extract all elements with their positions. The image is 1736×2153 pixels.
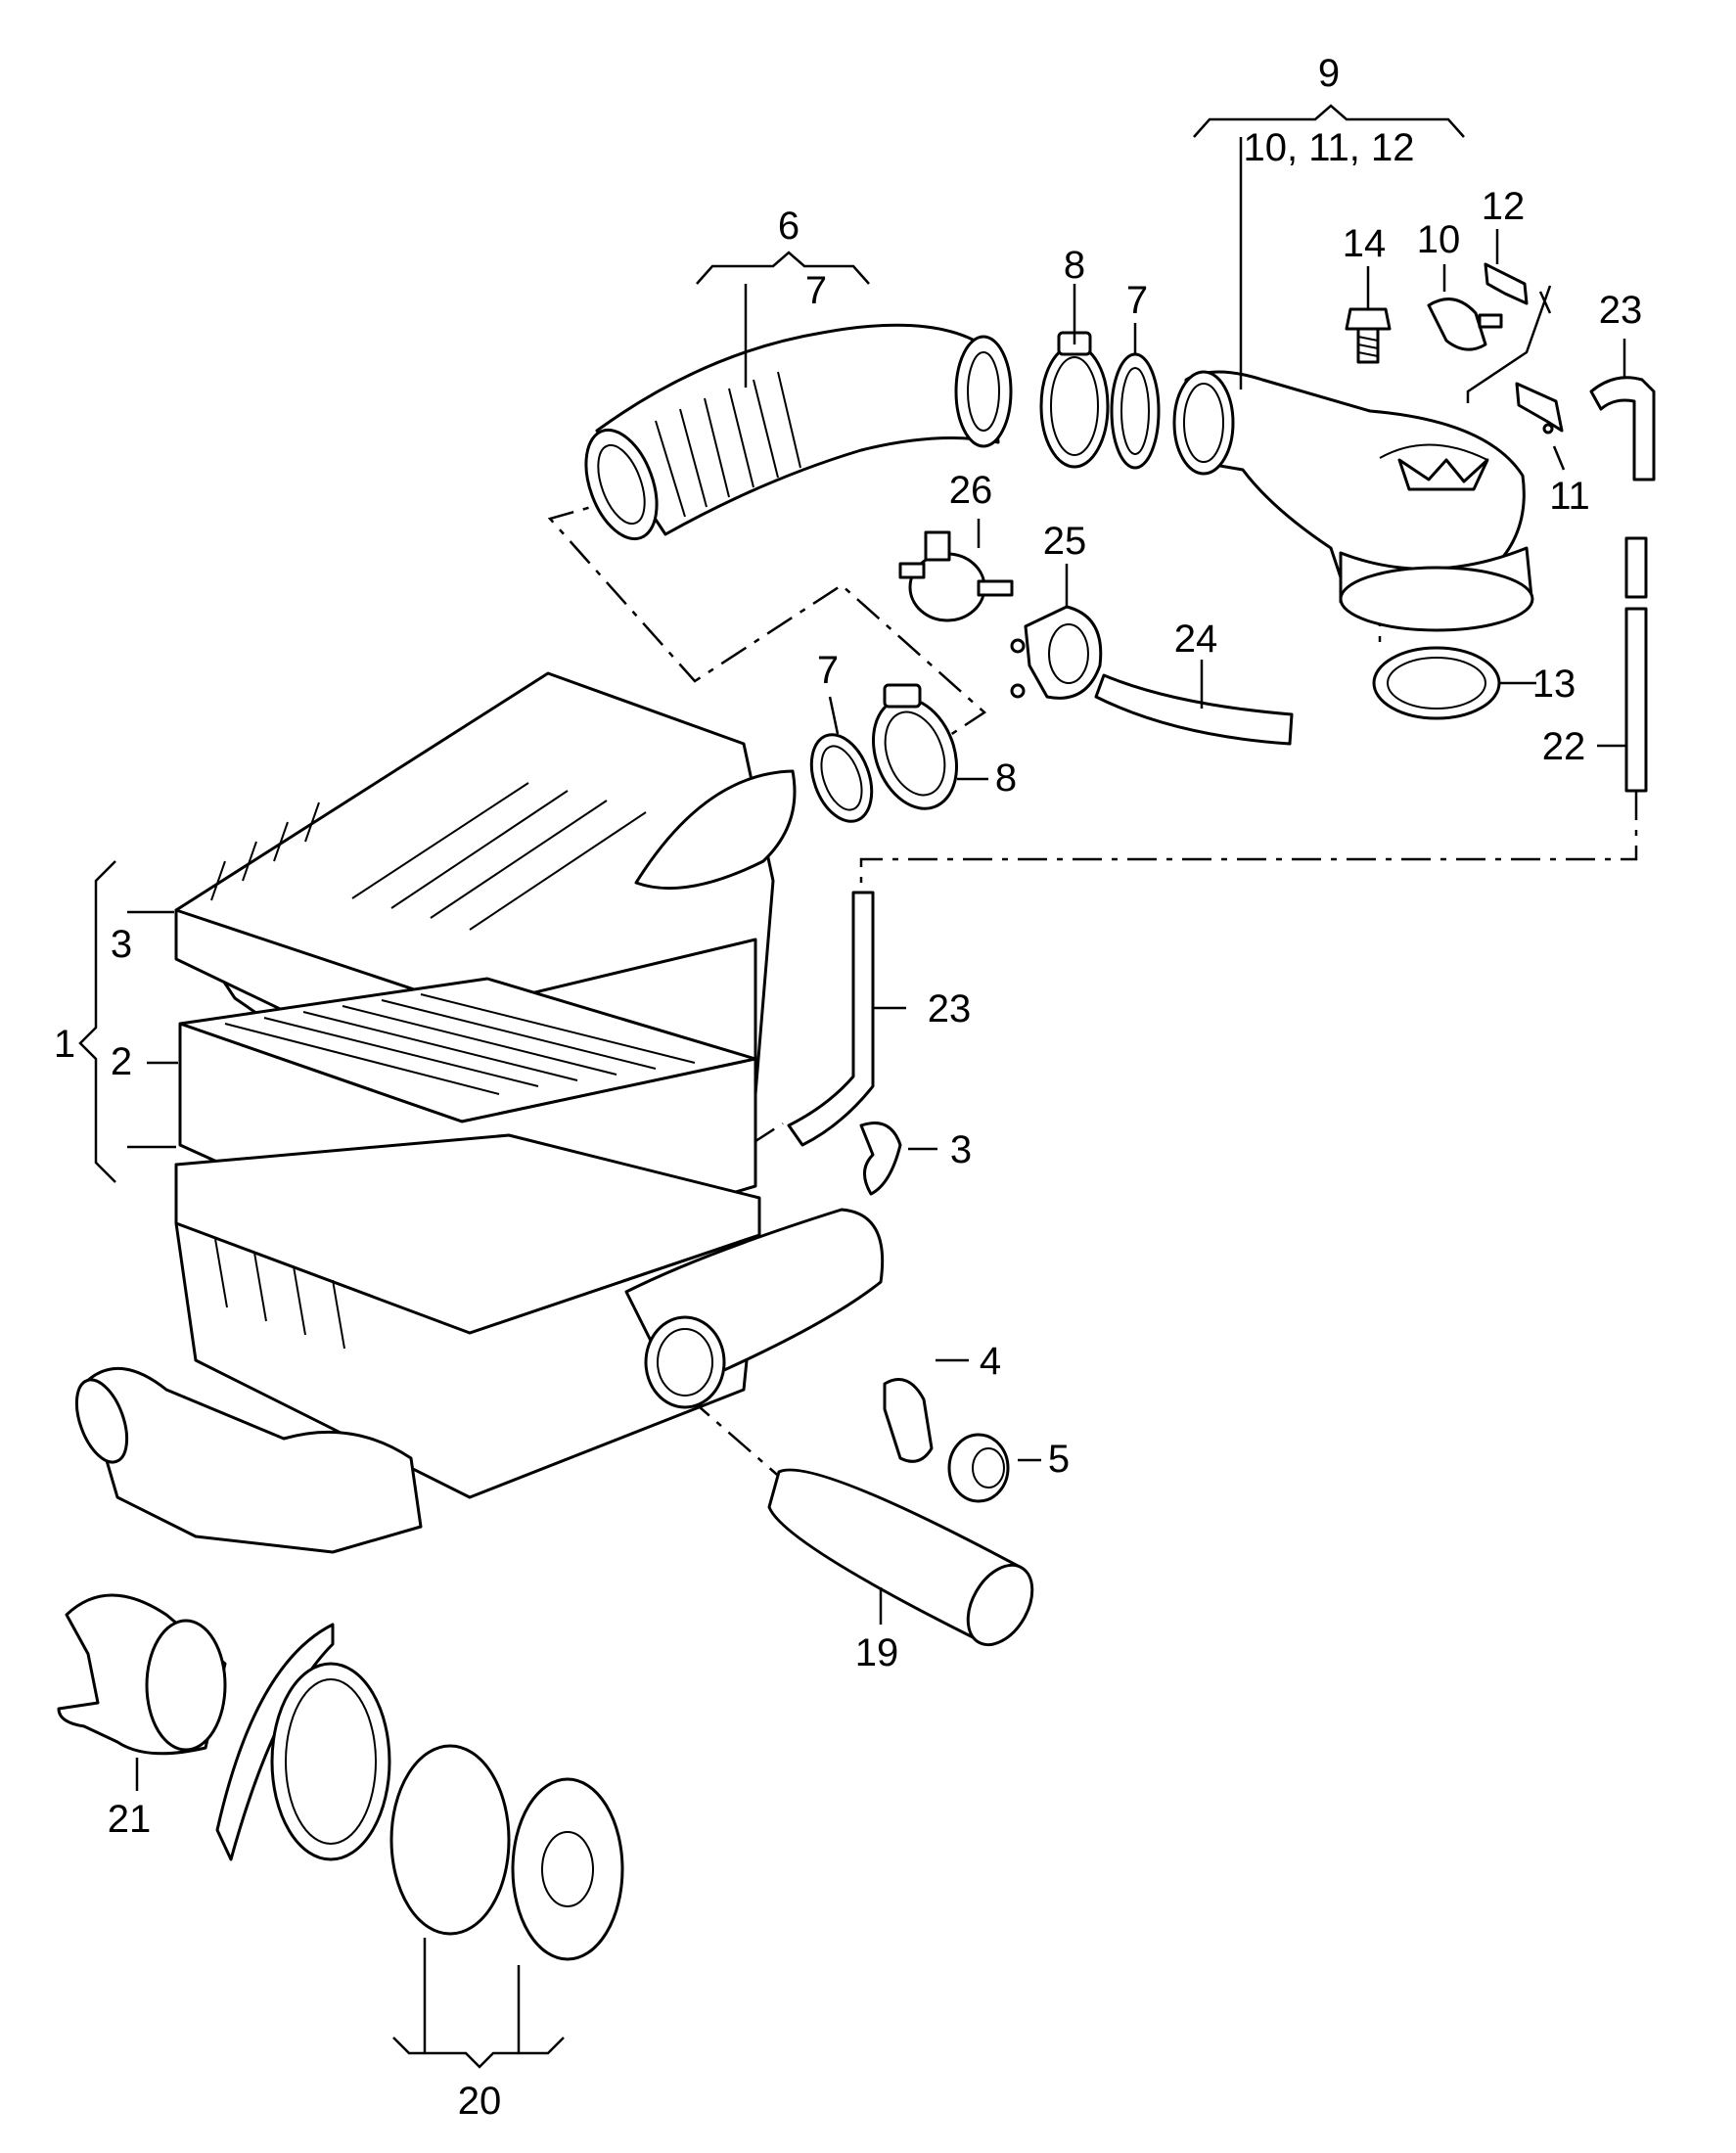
breather-hose-23-lower — [787, 891, 875, 1147]
label-9-sub: 10, 11, 12 — [1244, 126, 1415, 169]
label-7-lower: 7 — [817, 649, 839, 692]
inlet-assembly-20 — [215, 1623, 624, 1961]
label-21: 21 — [108, 1798, 152, 1841]
hose-24 — [1094, 673, 1294, 746]
gasket-4 — [883, 1378, 934, 1463]
label-25: 25 — [1043, 520, 1087, 563]
bracket-20 — [392, 2037, 565, 2069]
seal-ring-7-top — [1110, 352, 1161, 470]
resonator-21 — [57, 1593, 227, 1756]
label-23-lower: 23 — [928, 987, 972, 1031]
label-4: 4 — [980, 1340, 1001, 1383]
label-26: 26 — [949, 469, 993, 512]
ring-13 — [1372, 646, 1501, 720]
label-5: 5 — [1048, 1438, 1070, 1481]
breather-hose-23-top — [1589, 376, 1656, 793]
seal-ring-7-lower — [809, 733, 874, 823]
bracket-6 — [696, 251, 870, 285]
label-3-clip: 3 — [950, 1128, 972, 1171]
intake-hose-6 — [584, 323, 1013, 541]
filter-housing-lower — [74, 1133, 761, 1554]
grommet-5 — [947, 1433, 1010, 1503]
label-8-lower: 8 — [995, 756, 1017, 800]
leader-lines — [127, 137, 1626, 2053]
label-8-top: 8 — [1064, 244, 1085, 287]
sensor-10 — [1427, 298, 1503, 351]
bracket-9 — [1193, 104, 1465, 138]
hose-clamp-8-lower — [871, 683, 959, 810]
bracket-part-11 — [1515, 382, 1564, 435]
label-13: 13 — [1532, 663, 1576, 706]
label-10: 10 — [1417, 218, 1461, 261]
label-3-upper: 3 — [111, 923, 132, 966]
hose-19 — [767, 1468, 1034, 1647]
clip-3 — [859, 1122, 902, 1196]
label-19: 19 — [855, 1631, 899, 1674]
valve-26 — [898, 530, 1014, 622]
label-23-top: 23 — [1599, 289, 1643, 332]
label-1: 1 — [54, 1023, 75, 1066]
bracket-part-12 — [1466, 262, 1552, 403]
bolt-14 — [1345, 307, 1392, 364]
side-duct — [624, 1208, 885, 1409]
intake-housing-9 — [1172, 370, 1534, 632]
label-22: 22 — [1542, 725, 1586, 768]
label-9: 9 — [1318, 52, 1340, 95]
label-24: 24 — [1174, 618, 1218, 661]
label-6-sub: 7 — [805, 269, 827, 312]
label-2: 2 — [111, 1040, 132, 1083]
callout-labels: 9 10, 11, 12 6 7 8 7 14 10 12 23 11 26 2… — [54, 52, 1642, 2123]
bracket-1 — [78, 860, 116, 1183]
label-11: 11 — [1549, 475, 1590, 518]
flange-25 — [1010, 605, 1103, 700]
label-12: 12 — [1482, 185, 1526, 228]
label-7-top: 7 — [1126, 279, 1148, 322]
label-20: 20 — [458, 2080, 502, 2123]
hose-clamp-8-top — [1039, 331, 1110, 469]
label-14: 14 — [1343, 222, 1387, 265]
label-6: 6 — [778, 205, 799, 248]
